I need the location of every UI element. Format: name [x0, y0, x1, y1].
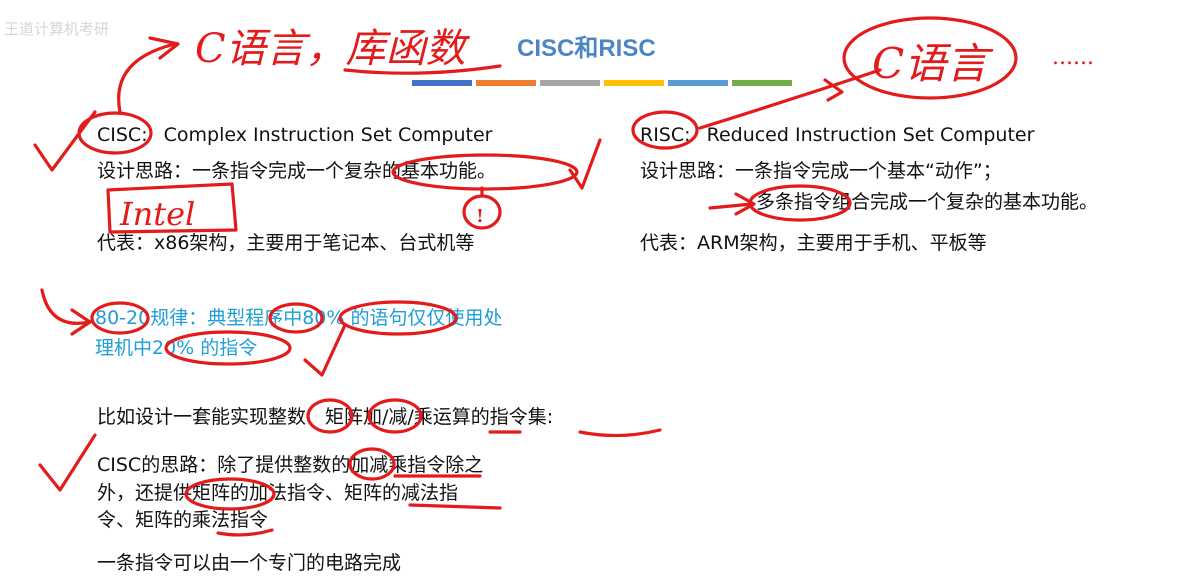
arrow-to-risc — [698, 68, 882, 130]
check-mark — [303, 323, 347, 377]
risc-abbr: RISC: — [640, 124, 691, 146]
circle-matrix-add — [184, 477, 276, 511]
circle-c-language — [842, 16, 1018, 100]
top-scribble-underline — [343, 64, 502, 75]
color-bar-segment — [604, 80, 664, 86]
rule-80-20-line1: 80-20规律：典型程序中80% 的语句仅仅使用处 — [95, 307, 503, 329]
underline-matrix-sub — [408, 503, 502, 510]
cisc-abbr: CISC: — [97, 124, 148, 146]
rule-80-20-line2: 理机中20% 的指令 — [95, 337, 258, 359]
color-bar-segment — [412, 80, 472, 86]
arrow-head — [148, 36, 180, 60]
circle-integer-2 — [348, 447, 396, 481]
watermark-logo: 王道计算机考研 — [4, 20, 110, 38]
circle-20-percent — [164, 330, 292, 366]
handwritten-c-language: C语言 — [872, 39, 994, 88]
cisc-full-name: Complex Instruction Set Computer — [163, 124, 493, 146]
check-mark — [38, 433, 97, 492]
color-bar-segment — [476, 80, 536, 86]
circle-80-20 — [90, 301, 150, 335]
risc-design-idea-line2: 多条指令组合完成一个复杂的基本功能。 — [756, 191, 1099, 213]
underline-instruction-set — [578, 428, 662, 438]
cisc-idea-line1: CISC的思路：除了提供整数的加减乘指令除之 — [97, 454, 484, 476]
color-bar-segment — [732, 80, 792, 86]
color-bar-segment — [668, 80, 728, 86]
arrow-multiple-instructions — [708, 202, 754, 210]
arrow-head — [734, 192, 756, 216]
circle-80-percent — [338, 300, 458, 336]
handwritten-intel: Intel — [119, 195, 195, 233]
conclusion-text: 一条指令可以由一个专门的电路完成 — [97, 552, 402, 574]
example-intro: 比如设计一套能实现整数、矩阵加/减/乘运算的指令集: — [97, 406, 554, 428]
arrow-head — [70, 308, 92, 336]
slide-title: CISC和RISC — [517, 35, 656, 62]
check-mark — [33, 110, 97, 172]
circle-risc — [631, 110, 699, 150]
cisc-idea-line3: 令、矩阵的乘法指令 — [97, 509, 269, 531]
underline-multiply-2 — [216, 528, 274, 537]
handwritten-exclamation: ! — [476, 206, 484, 227]
arrow-head — [823, 78, 844, 102]
arrow-cisc-to-c — [117, 42, 177, 114]
color-bar-segment — [540, 80, 600, 86]
risc-representative: 代表：ARM架构，主要用于手机、平板等 — [640, 232, 987, 254]
circle-program — [268, 302, 324, 334]
risc-design-idea-line1: 设计思路：一条指令完成一个基本“动作”； — [640, 160, 1002, 182]
cisc-heading: CISC: Complex Instruction Set Computer — [97, 122, 492, 148]
handwritten-dots: ...... — [1052, 45, 1094, 70]
risc-full-name: Reduced Instruction Set Computer — [706, 124, 1035, 146]
circle-integer — [306, 398, 354, 434]
intel-box — [106, 182, 238, 234]
circle-multiple-instructions — [748, 184, 852, 222]
cisc-representative: 代表：x86架构，主要用于笔记本、台式机等 — [97, 232, 475, 254]
circle-matrix — [367, 398, 423, 434]
risc-heading: RISC: Reduced Instruction Set Computer — [640, 122, 1034, 148]
handwritten-c-language-library: C语言，库函数 — [195, 26, 471, 72]
circle-complex-function — [391, 153, 579, 191]
arrow-rule — [40, 288, 92, 325]
check-mark — [568, 138, 602, 190]
